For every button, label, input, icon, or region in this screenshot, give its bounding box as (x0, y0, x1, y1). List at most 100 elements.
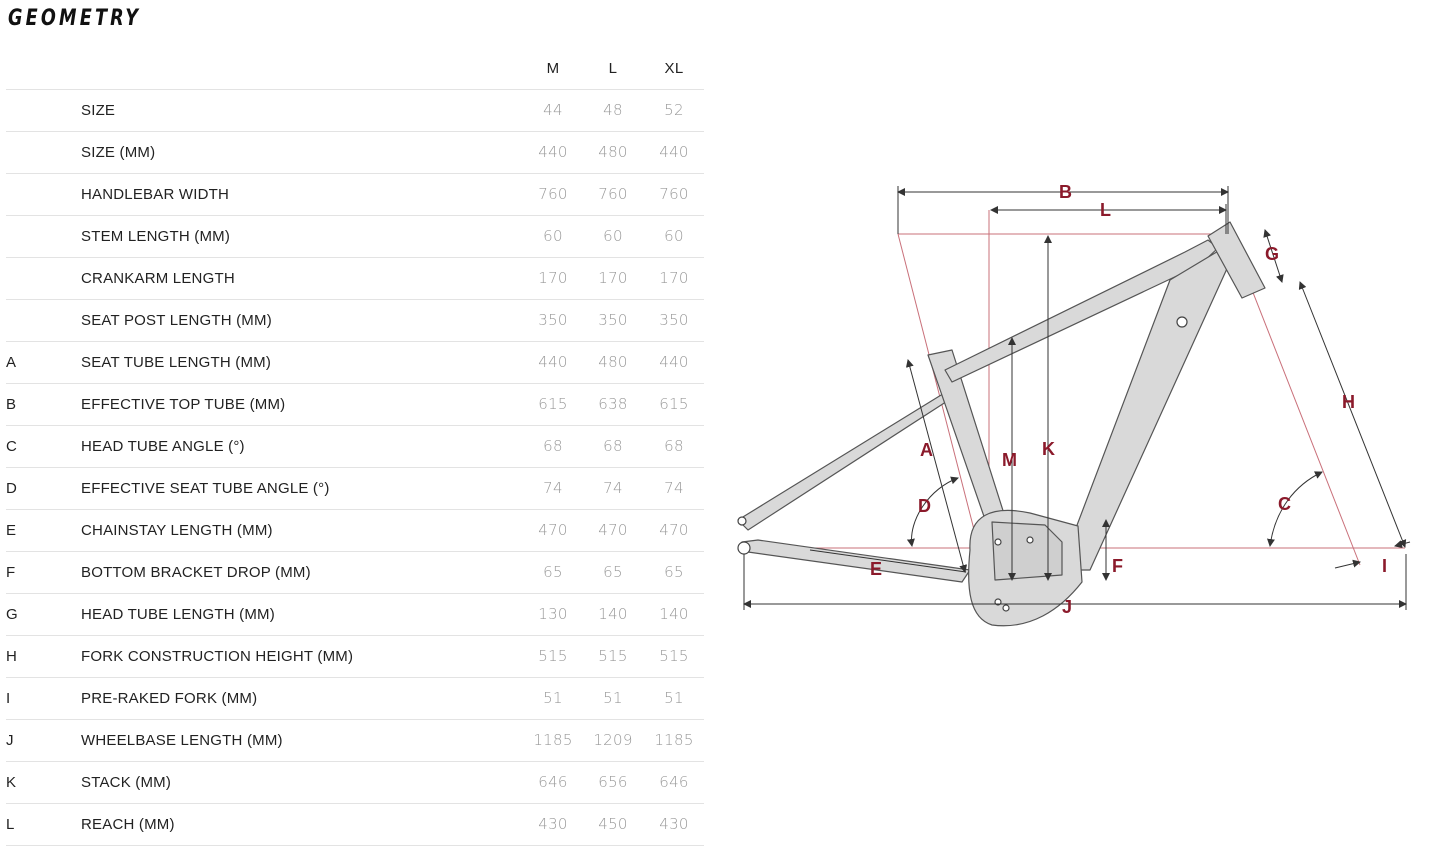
row-value-l: 60 (603, 227, 623, 245)
row-value-l: 1209 (593, 731, 633, 749)
row-value-xl: 430 (659, 815, 689, 833)
row-code: G (6, 606, 18, 623)
row-value-m: 470 (538, 521, 568, 539)
row-value-m: 60 (543, 227, 563, 245)
row-value-xl: 170 (659, 269, 689, 287)
row-label: STACK (MM) (81, 774, 172, 791)
row-value-m: 646 (538, 773, 568, 791)
row-code: D (6, 480, 17, 497)
table-row: A SEAT TUBE LENGTH (MM) 440 480 440 (6, 342, 704, 384)
dim-label-l: L (1100, 200, 1111, 220)
table-row: D EFFECTIVE SEAT TUBE ANGLE (°) 74 74 74 (6, 468, 704, 510)
row-label: PRE-RAKED FORK (MM) (81, 690, 258, 707)
row-value-xl: 615 (659, 395, 689, 413)
row-value-m: 350 (538, 311, 568, 329)
page-title: GEOMETRY (8, 6, 142, 31)
dim-label-a: A (920, 440, 933, 460)
dim-label-f: F (1112, 556, 1123, 576)
dim-label-c: C (1278, 494, 1291, 514)
row-label: EFFECTIVE SEAT TUBE ANGLE (°) (81, 480, 330, 497)
row-code: I (6, 690, 11, 707)
dim-label-m: M (1002, 450, 1017, 470)
row-value-l: 170 (598, 269, 628, 287)
row-label: HEAD TUBE ANGLE (°) (81, 438, 245, 455)
row-label: HANDLEBAR WIDTH (81, 186, 230, 203)
row-label: SIZE (81, 102, 116, 119)
row-value-l: 68 (603, 437, 623, 455)
row-value-xl: 470 (659, 521, 689, 539)
dim-label-e: E (870, 559, 882, 579)
row-label: SEAT POST LENGTH (MM) (81, 312, 272, 329)
dim-label-k: K (1042, 439, 1055, 459)
row-code: F (6, 564, 16, 581)
row-value-m: 74 (543, 479, 563, 497)
row-label: EFFECTIVE TOP TUBE (MM) (81, 396, 286, 413)
row-label: REACH (MM) (81, 816, 175, 833)
frame (737, 221, 1266, 627)
row-value-l: 480 (598, 143, 628, 161)
row-label: STEM LENGTH (MM) (81, 228, 231, 245)
column-header-xl: XL (664, 60, 684, 77)
row-value-m: 440 (538, 353, 568, 371)
row-code: J (6, 732, 14, 749)
table-header-row: M L XL (6, 48, 704, 90)
row-value-m: 51 (543, 689, 563, 707)
row-value-m: 515 (538, 647, 568, 665)
table-row: STEM LENGTH (MM) 60 60 60 (6, 216, 704, 258)
row-value-l: 656 (598, 773, 628, 791)
row-value-xl: 515 (659, 647, 689, 665)
row-value-xl: 51 (664, 689, 684, 707)
row-value-m: 430 (538, 815, 568, 833)
row-value-xl: 646 (659, 773, 689, 791)
row-label: HEAD TUBE LENGTH (MM) (81, 606, 275, 623)
row-value-xl: 350 (659, 311, 689, 329)
row-value-m: 130 (538, 605, 568, 623)
row-code: K (6, 774, 17, 791)
row-value-xl: 52 (664, 101, 684, 119)
dim-label-h: H (1342, 392, 1355, 412)
row-code: E (6, 522, 17, 539)
table-row: SIZE 44 48 52 (6, 90, 704, 132)
row-label: SEAT TUBE LENGTH (MM) (81, 354, 272, 371)
row-value-xl: 74 (664, 479, 684, 497)
row-value-xl: 140 (659, 605, 689, 623)
row-value-l: 350 (598, 311, 628, 329)
table-row: I PRE-RAKED FORK (MM) 51 51 51 (6, 678, 704, 720)
row-value-m: 68 (543, 437, 563, 455)
row-value-l: 480 (598, 353, 628, 371)
row-value-xl: 440 (659, 143, 689, 161)
row-value-l: 638 (598, 395, 628, 413)
column-header-m: M (546, 60, 560, 77)
row-value-l: 140 (598, 605, 628, 623)
row-value-m: 615 (538, 395, 568, 413)
row-value-xl: 60 (664, 227, 684, 245)
row-value-xl: 68 (664, 437, 684, 455)
row-value-m: 65 (543, 563, 563, 581)
dim-label-j: J (1062, 597, 1072, 617)
row-value-l: 470 (598, 521, 628, 539)
row-code: L (6, 816, 15, 833)
row-value-l: 74 (603, 479, 623, 497)
row-value-l: 48 (603, 101, 623, 119)
bike-frame-diagram: B L G H A M K C D E F I J (737, 182, 1411, 627)
row-value-m: 44 (543, 101, 563, 119)
row-label: CRANKARM LENGTH (81, 270, 235, 287)
row-value-xl: 440 (659, 353, 689, 371)
row-value-l: 51 (603, 689, 623, 707)
row-code: A (6, 354, 17, 371)
row-code: B (6, 396, 17, 413)
row-label: BOTTOM BRACKET DROP (MM) (81, 564, 311, 581)
table-row: B EFFECTIVE TOP TUBE (MM) 615 638 615 (6, 384, 704, 426)
row-value-l: 65 (603, 563, 623, 581)
row-value-l: 515 (598, 647, 628, 665)
row-label: FORK CONSTRUCTION HEIGHT (MM) (81, 648, 354, 665)
dim-label-d: D (918, 496, 931, 516)
dimension-lines (743, 186, 1411, 610)
